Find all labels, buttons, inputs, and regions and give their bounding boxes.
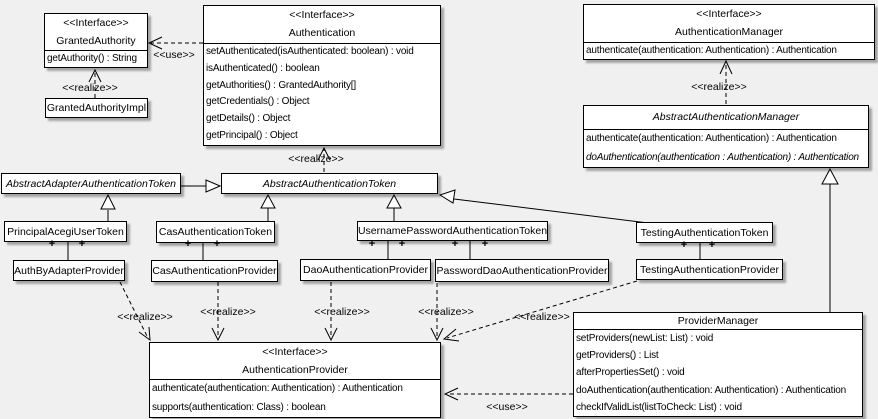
association-end-label: +	[680, 239, 688, 251]
edge-label-realize-abstract-token: <<realize>>	[288, 153, 344, 165]
method: getPrincipal() : Object	[206, 129, 298, 141]
class-abstract-adapter-authentication-token: AbstractAdapterAuthenticationToken	[1, 173, 181, 194]
method: doAuthentication(authentication: Authent…	[576, 384, 846, 396]
stereotype-label: <<Interface>>	[262, 346, 328, 358]
method: getAuthority() : String	[47, 53, 137, 64]
class-name: PasswordDaoAuthenticationProvider	[436, 264, 608, 277]
method: doAuthentication(authentication : Authen…	[586, 151, 859, 163]
method: isAuthenticated() : boolean	[206, 62, 320, 74]
class-auth-by-adapter-provider: AuthByAdapterProvider	[13, 260, 125, 281]
class-authentication-manager: <<Interface>> AuthenticationManager auth…	[583, 4, 875, 60]
association-end-label: +	[213, 238, 221, 250]
class-granted-authority: <<Interface>> GrantedAuthority getAuthor…	[44, 13, 148, 68]
class-name: CasAuthenticationProvider	[152, 265, 277, 277]
edge-label-realize-auth-by-adapter: <<realize>>	[117, 311, 173, 323]
association-end-label: +	[398, 238, 406, 250]
generalization-adapter-token-edge	[180, 179, 222, 193]
class-name: CasAuthenticationToken	[158, 226, 273, 238]
class-name: Authentication	[288, 27, 356, 39]
class-abstract-authentication-token: AbstractAuthenticationToken	[221, 173, 438, 194]
method: setProviders(newList: List) : void	[576, 333, 714, 344]
generalization-username-token-edge	[386, 193, 402, 221]
class-testing-authentication-token: TestingAuthenticationToken	[636, 222, 773, 243]
class-name: GrantedAuthorityImpl	[46, 102, 147, 114]
association-end-label: +	[368, 238, 376, 250]
method: authenticate(authentication: Authenticat…	[586, 45, 837, 56]
edge-label-realize-abstract-manager: <<realize>>	[691, 81, 747, 93]
class-name: TestingAuthenticationToken	[640, 226, 769, 239]
stereotype-label: <<Interface>>	[289, 9, 355, 21]
association-end-label: +	[78, 238, 86, 250]
class-cas-authentication-token: CasAuthenticationToken	[156, 221, 275, 243]
edge-label-realize-testing-provider: <<realize>>	[514, 311, 570, 323]
edge-label-realize-granted-authority-impl: <<realize>>	[62, 82, 118, 94]
method: supports(authentication: Class) : boolea…	[152, 401, 326, 413]
class-name: AbstractAuthenticationManager	[652, 111, 800, 123]
association-end-label: +	[708, 239, 716, 251]
association-edges	[67, 241, 701, 260]
class-authentication: <<Interface>> Authentication setAuthenti…	[203, 5, 441, 146]
realize-testing-provider-edge	[446, 280, 638, 339]
class-provider-manager: ProviderManager setProviders(newList: Li…	[573, 312, 863, 417]
class-cas-authentication-provider: CasAuthenticationProvider	[151, 260, 278, 282]
class-name: GrantedAuthority	[56, 35, 136, 47]
class-name: AbstractAdapterAuthenticationToken	[5, 177, 177, 190]
generalization-provider-manager-edge	[821, 167, 839, 312]
class-testing-authentication-provider: TestingAuthenticationProvider	[636, 259, 783, 280]
class-name: DaoAuthenticationProvider	[303, 264, 428, 276]
class-name: ProviderManager	[677, 315, 759, 327]
class-name: AuthenticationManager	[675, 26, 783, 38]
class-password-dao-authentication-provider: PasswordDaoAuthenticationProvider	[435, 259, 609, 282]
class-name: AbstractAuthenticationToken	[262, 177, 397, 190]
generalization-testing-token-edge	[438, 189, 649, 224]
stereotype-label: <<Interface>>	[696, 8, 762, 20]
class-principal-acegi-user-token: PrincipalAcegiUserToken	[4, 221, 127, 242]
class-abstract-authentication-manager: AbstractAuthenticationManager authentica…	[583, 105, 869, 168]
realize-auth-by-adapter-edge	[119, 281, 149, 339]
class-username-password-authentication-token: UsernamePasswordAuthenticationToken	[357, 221, 548, 241]
method: authenticate(authentication: Authenticat…	[586, 133, 837, 144]
generalization-principal-token-edge	[100, 193, 116, 221]
association-end-label: +	[481, 238, 489, 250]
association-end-label: +	[184, 238, 192, 250]
class-dao-authentication-provider: DaoAuthenticationProvider	[300, 259, 431, 281]
class-name: PrincipalAcegiUserToken	[7, 225, 124, 238]
class-authentication-provider: <<Interface>> AuthenticationProvider aut…	[149, 342, 441, 418]
edge-label-realize-dao-provider: <<realize>>	[314, 306, 370, 318]
method: getCredentials() : Object	[206, 96, 310, 108]
stereotype-label: <<Interface>>	[63, 17, 129, 29]
method: getDetails() : Object	[206, 113, 291, 125]
association-end-label: +	[48, 238, 56, 250]
class-name: UsernamePasswordAuthenticationToken	[357, 225, 548, 237]
method: authenticate(authentication: Authenticat…	[152, 383, 403, 394]
method: checkIfValidList(listToCheck: List) : vo…	[576, 401, 742, 413]
open-arrowheads	[88, 36, 733, 401]
edge-label-realize-cas-provider: <<realize>>	[200, 306, 256, 318]
class-name: AuthenticationProvider	[242, 364, 348, 376]
generalization-cas-token-edge	[260, 193, 276, 221]
method: setAuthenticated(isAuthenticated: boolea…	[206, 46, 414, 57]
method: afterPropertiesSet() : void	[576, 367, 685, 379]
edge-label-realize-password-dao-provider: <<realize>>	[418, 306, 474, 318]
method: getAuthorities() : GrantedAuthority[]	[206, 79, 356, 91]
class-granted-authority-impl: GrantedAuthorityImpl	[45, 98, 148, 118]
method: getProviders() : List	[576, 350, 659, 362]
class-name: TestingAuthenticationProvider	[640, 263, 779, 276]
class-name: AuthByAdapterProvider	[14, 264, 124, 277]
association-end-label: +	[451, 238, 459, 250]
edge-label-use-provider-manager: <<use>>	[486, 401, 528, 413]
edge-label-use-authentication: <<use>>	[153, 49, 195, 61]
